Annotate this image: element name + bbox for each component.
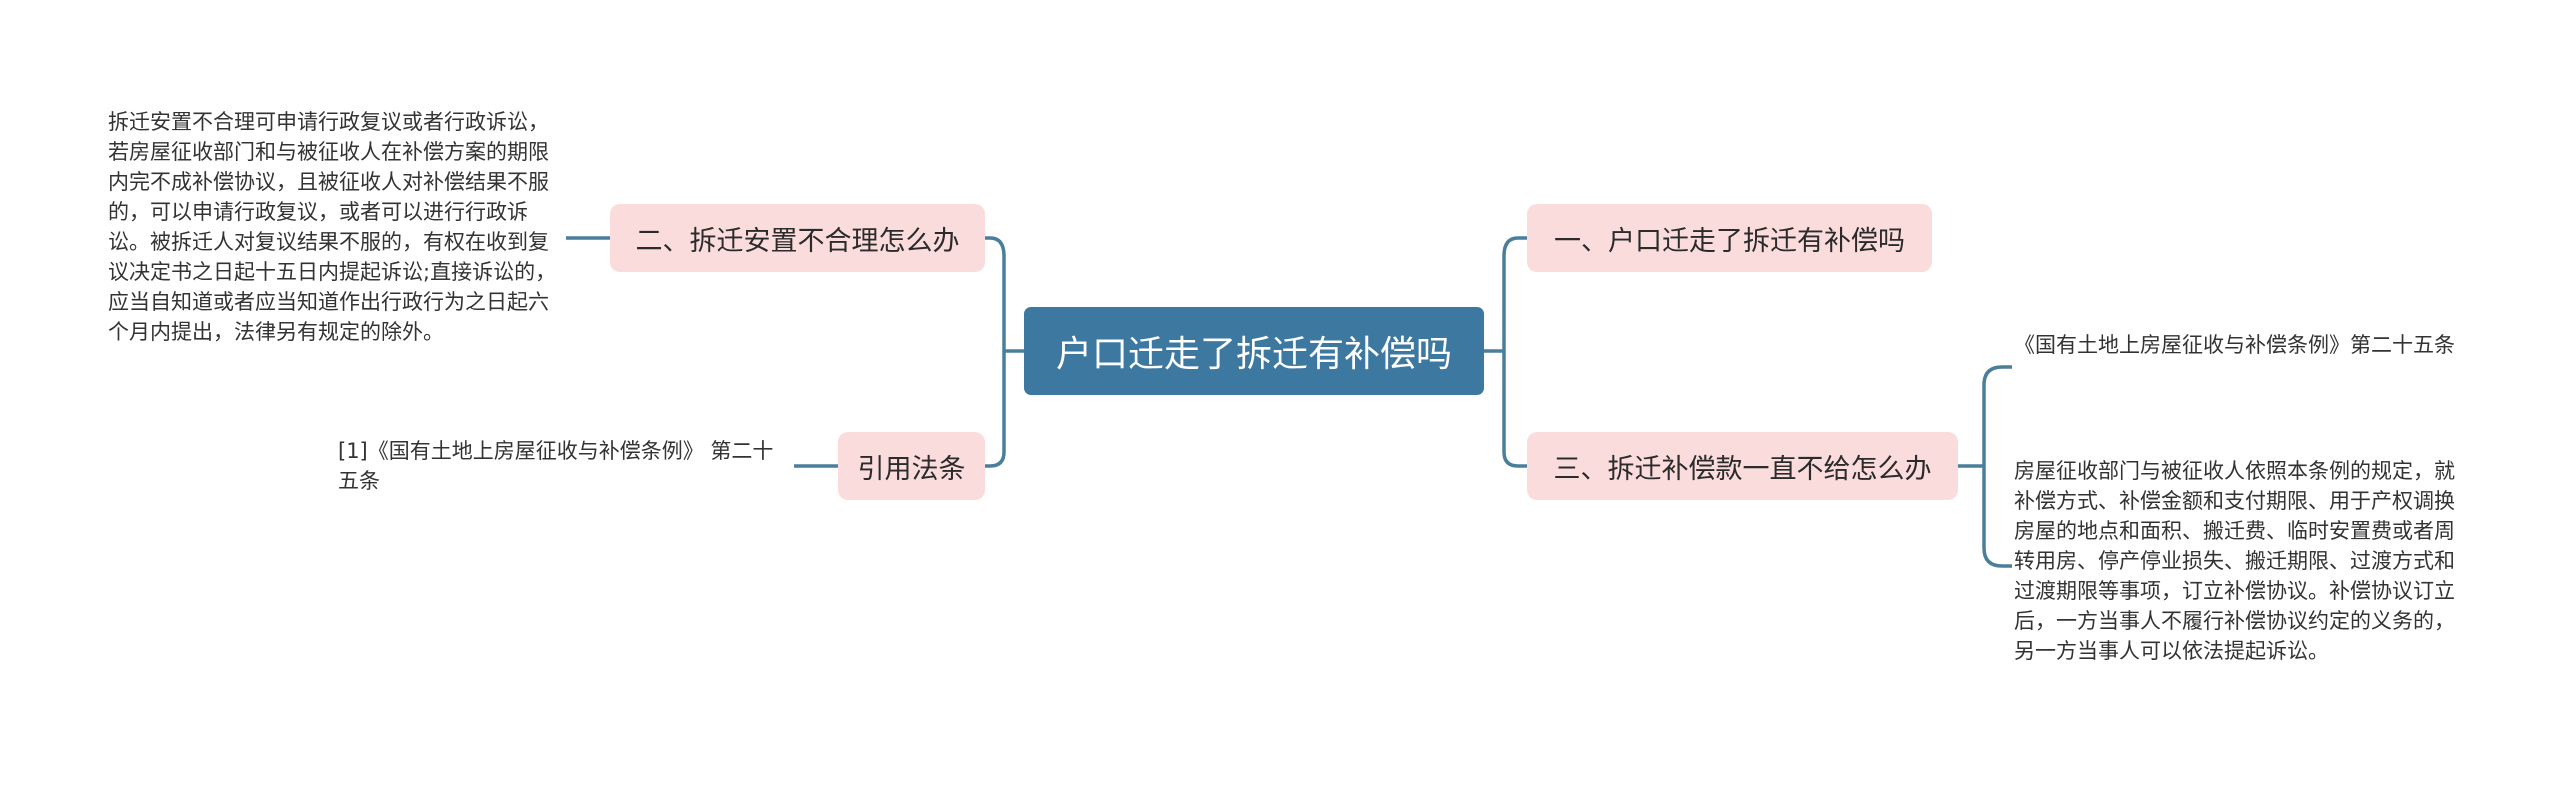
topic-resettlement-unreasonable[interactable]: 二、拆迁安置不合理怎么办 — [610, 204, 985, 272]
topic-hukou-compensation[interactable]: 一、户口迁走了拆迁有补偿吗 — [1527, 204, 1932, 272]
leaf-text-regulation-title: 《国有土地上房屋征收与补偿条例》第二十五条 — [2014, 333, 2455, 357]
topic-label: 三、拆迁补偿款一直不给怎么办 — [1553, 453, 1932, 485]
root-topic-label: 户口迁走了拆迁有补偿吗 — [1055, 334, 1452, 375]
topic-label: 一、户口迁走了拆迁有补偿吗 — [1554, 225, 1905, 257]
connector-root-left — [985, 236, 1024, 468]
topic-compensation-unpaid[interactable]: 三、拆迁补偿款一直不给怎么办 — [1527, 432, 1958, 500]
root-topic[interactable]: 户口迁走了拆迁有补偿吗 — [1024, 307, 1484, 395]
leaf-text-resettlement: 拆迁安置不合理可申请行政复议或者行政诉讼，若房屋征收部门和与被征收人在补偿方案的… — [108, 110, 557, 344]
connector-root-right — [1484, 236, 1527, 468]
connector-right2-leaves — [1958, 365, 2012, 568]
topic-cited-statutes[interactable]: 引用法条 — [838, 432, 985, 500]
leaf-text-statute-reference: [1]《国有土地上房屋征收与补偿条例》 第二十五条 — [338, 439, 774, 493]
topic-label: 引用法条 — [857, 453, 966, 485]
topic-label: 二、拆迁安置不合理怎么办 — [635, 225, 960, 257]
leaf-text-regulation-body: 房屋征收部门与被征收人依照本条例的规定，就补偿方式、补偿金额和支付期限、用于产权… — [2014, 459, 2455, 663]
